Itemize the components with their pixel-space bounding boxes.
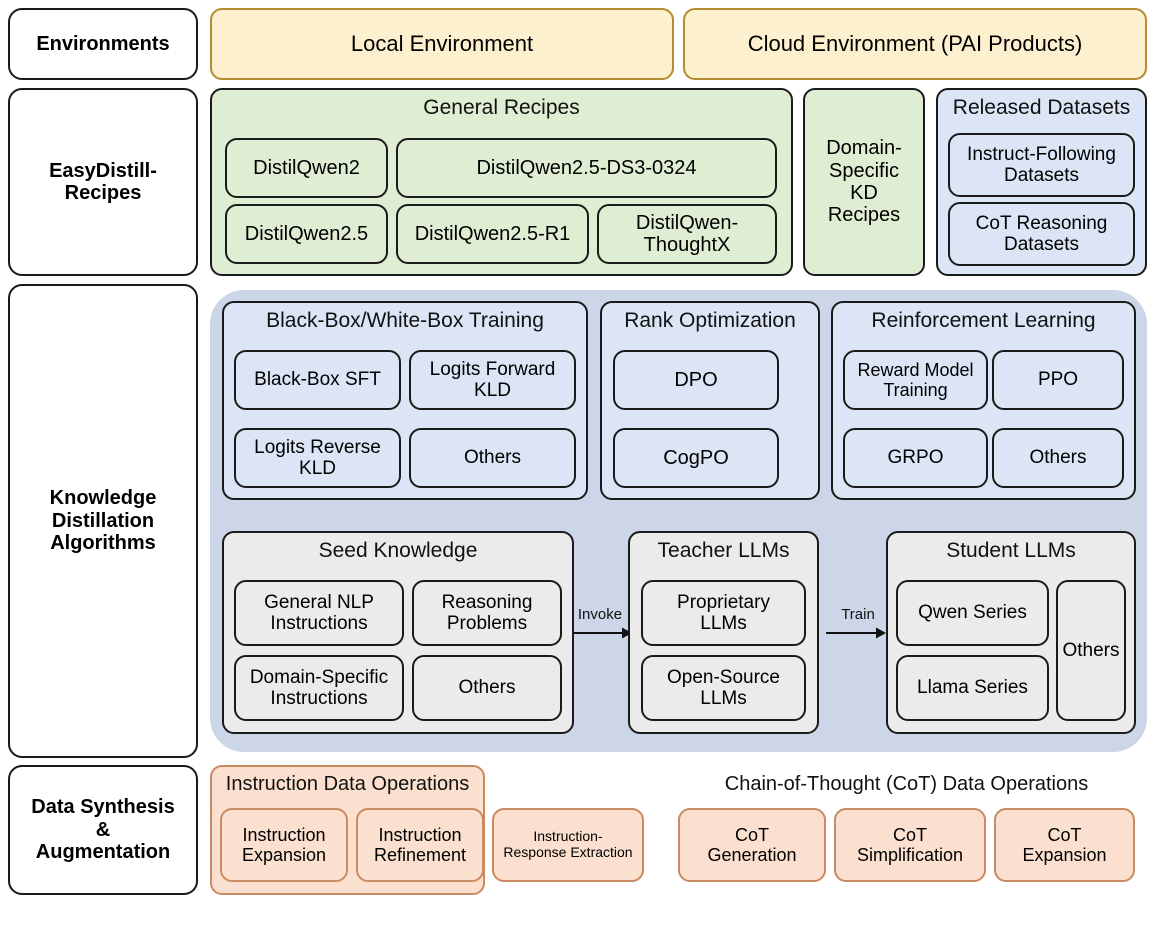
op-instruction-refinement[interactable]: Instruction Refinement: [356, 808, 484, 882]
algo-ppo[interactable]: PPO: [992, 350, 1124, 410]
domain-specific-kd-recipes[interactable]: Domain- Specific KD Recipes: [803, 88, 925, 276]
row-label-kd-line3: Algorithms: [50, 532, 156, 555]
dataset-instruct-following[interactable]: Instruct-Following Datasets: [948, 133, 1135, 197]
algo-training-others[interactable]: Others: [409, 428, 576, 488]
row-label-kd-line2: Distillation: [51, 509, 155, 532]
recipe-distilqwen25[interactable]: DistilQwen2.5: [225, 204, 388, 264]
algo-grpo[interactable]: GRPO: [843, 428, 988, 488]
seed-domain-specific-instructions[interactable]: Domain-Specific Instructions: [234, 655, 404, 721]
algo-logits-reverse-kld[interactable]: Logits Reverse KLD: [234, 428, 401, 488]
row-label-easydistill-recipes: EasyDistill- Recipes: [8, 88, 198, 276]
row-label-easydistill-line1: EasyDistill-: [49, 159, 157, 182]
op-cot-simplification[interactable]: CoT Simplification: [834, 808, 986, 882]
row-label-kd-line1: Knowledge: [49, 487, 157, 510]
recipe-distilqwen25-r1[interactable]: DistilQwen2.5-R1: [396, 204, 589, 264]
recipe-distilqwen25-ds3-0324[interactable]: DistilQwen2.5-DS3-0324: [396, 138, 777, 198]
recipe-distilqwen2[interactable]: DistilQwen2: [225, 138, 388, 198]
algo-logits-forward-kld[interactable]: Logits Forward KLD: [409, 350, 576, 410]
seed-others[interactable]: Others: [412, 655, 562, 721]
student-others[interactable]: Others: [1056, 580, 1126, 721]
row-label-data-line1: Data Synthesis: [31, 796, 175, 819]
op-cot-expansion[interactable]: CoT Expansion: [994, 808, 1135, 882]
algo-cogpo[interactable]: CogPO: [613, 428, 779, 488]
cot-data-operations-title: Chain-of-Thought (CoT) Data Operations: [724, 773, 1089, 795]
algo-black-box-sft[interactable]: Black-Box SFT: [234, 350, 401, 410]
arrow-invoke: [574, 627, 632, 639]
row-label-environments-text: Environments: [36, 32, 170, 55]
recipe-distilqwen-thoughtx[interactable]: DistilQwen- ThoughtX: [597, 204, 777, 264]
dataset-cot-reasoning[interactable]: CoT Reasoning Datasets: [948, 202, 1135, 266]
algo-dpo[interactable]: DPO: [613, 350, 779, 410]
env-cloud-environment[interactable]: Cloud Environment (PAI Products): [683, 8, 1147, 80]
teacher-proprietary-llms[interactable]: Proprietary LLMs: [641, 580, 806, 646]
row-label-data-synthesis: Data Synthesis & Augmentation: [8, 765, 198, 895]
op-instruction-response-extraction[interactable]: Instruction- Response Extraction: [492, 808, 644, 882]
student-llama-series[interactable]: Llama Series: [896, 655, 1049, 721]
student-qwen-series[interactable]: Qwen Series: [896, 580, 1049, 646]
env-local-environment-label: Local Environment: [350, 30, 534, 56]
algo-reward-model-training[interactable]: Reward Model Training: [843, 350, 988, 410]
row-label-data-line3: Augmentation: [35, 841, 171, 864]
row-label-environments: Environments: [8, 8, 198, 80]
env-local-environment[interactable]: Local Environment: [210, 8, 674, 80]
op-cot-generation[interactable]: CoT Generation: [678, 808, 826, 882]
teacher-open-source-llms[interactable]: Open-Source LLMs: [641, 655, 806, 721]
env-cloud-environment-label: Cloud Environment (PAI Products): [747, 30, 1083, 56]
algo-rl-others[interactable]: Others: [992, 428, 1124, 488]
arrow-train: [826, 627, 886, 639]
op-instruction-expansion[interactable]: Instruction Expansion: [220, 808, 348, 882]
seed-general-nlp-instructions[interactable]: General NLP Instructions: [234, 580, 404, 646]
seed-reasoning-problems[interactable]: Reasoning Problems: [412, 580, 562, 646]
row-label-kd-algorithms: Knowledge Distillation Algorithms: [8, 284, 198, 758]
row-label-easydistill-line2: Recipes: [64, 182, 142, 204]
row-label-data-line2: &: [95, 818, 111, 841]
arrow-label-invoke: Invoke: [577, 606, 623, 623]
arrow-label-train: Train: [841, 606, 875, 623]
